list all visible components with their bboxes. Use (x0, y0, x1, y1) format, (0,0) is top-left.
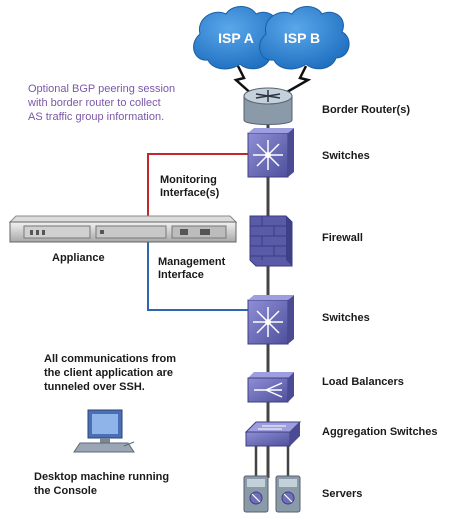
ssh-note-line-3: tunneled over SSH. (44, 381, 145, 393)
border-router-icon (243, 87, 293, 125)
monitoring-interface-label: Monitoring Interface(s) (160, 174, 219, 200)
servers-label: Servers (322, 488, 363, 500)
bgp-note-line-1: Optional BGP peering session (28, 83, 176, 95)
switches-bottom-label: Switches (322, 312, 370, 324)
aggregation-switches-label: Aggregation Switches (322, 426, 438, 438)
aggregation-switch-icon (244, 421, 302, 447)
isp-a-link (233, 65, 255, 97)
isp-b-label: ISP B (283, 30, 321, 46)
server-icon-1 (243, 475, 269, 513)
firewall-icon (249, 215, 293, 267)
switch-bottom-icon (247, 295, 294, 345)
load-balancer-icon (247, 372, 294, 403)
firewall-label: Firewall (322, 232, 363, 244)
load-balancers-label: Load Balancers (322, 376, 404, 388)
isp-b-link (279, 65, 312, 98)
bgp-note: Optional BGP peering session with border… (28, 82, 175, 124)
desktop-computer-icon (73, 409, 135, 453)
border-router-label: Border Router(s) (322, 104, 411, 116)
isp-b-cloud (259, 6, 350, 70)
bgp-note-line-3: AS traffic group information. (28, 111, 165, 123)
monitoring-label-line-1: Monitoring (160, 174, 217, 186)
isp-a-label: ISP A (218, 30, 254, 46)
bgp-note-line-2: with border router to collect (28, 97, 161, 109)
monitoring-label-line-2: Interface(s) (160, 187, 220, 199)
management-label-line-1: Management (158, 256, 226, 268)
server-icon-2 (275, 475, 301, 513)
appliance-icon (8, 215, 238, 243)
desktop-note-line-1: Desktop machine running (34, 471, 170, 483)
switch-top-icon (247, 128, 294, 178)
ssh-note: All communications from the client appli… (44, 352, 176, 394)
switches-top-label: Switches (322, 150, 370, 162)
desktop-note: Desktop machine running the Console (34, 470, 169, 498)
appliance-label: Appliance (52, 252, 105, 264)
ssh-note-line-1: All communications from (44, 353, 177, 365)
management-line (147, 240, 248, 311)
desktop-note-line-2: the Console (34, 485, 97, 497)
management-label-line-2: Interface (158, 269, 204, 281)
management-interface-label: Management Interface (158, 256, 225, 282)
monitoring-line (147, 153, 248, 218)
ssh-note-line-2: the client application are (44, 367, 173, 379)
